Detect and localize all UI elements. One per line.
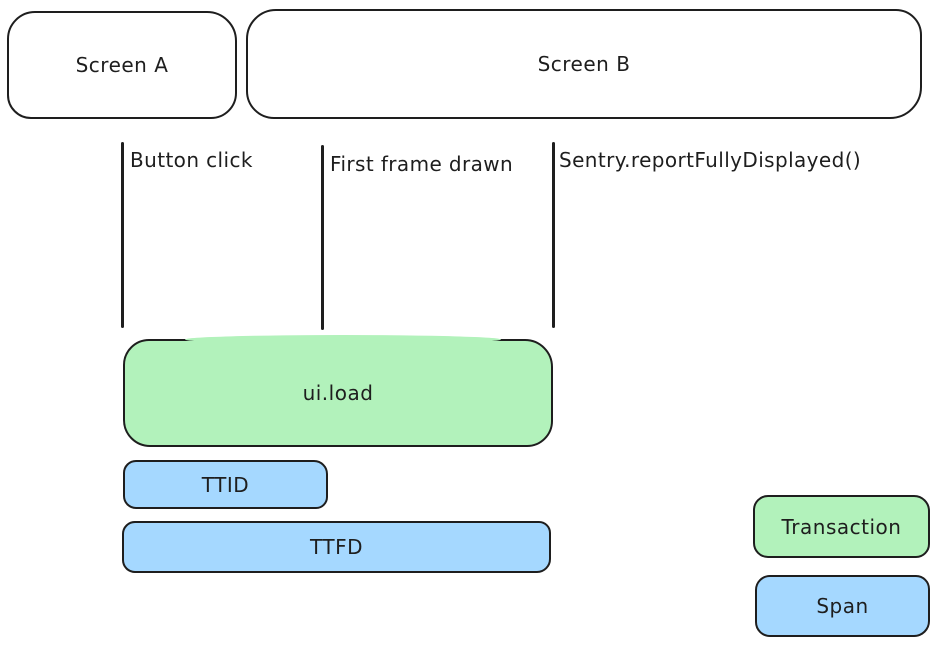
first-frame-drawn-marker-line <box>321 145 324 330</box>
ttid-label: TTID <box>201 472 250 497</box>
ui-load-label: ui.load <box>302 381 374 405</box>
ttfd-label: TTFD <box>310 535 363 559</box>
screen-b-label: Screen B <box>537 52 631 76</box>
screen-a-label: Screen A <box>75 53 169 77</box>
report-fully-displayed-marker-line <box>552 142 555 328</box>
screen-b-box: Screen B <box>246 9 922 119</box>
button-click-marker-line <box>121 142 124 328</box>
ttid-span-bar: TTID <box>123 460 328 509</box>
ui-load-transaction-bar: ui.load <box>123 335 553 447</box>
legend-span-label: Span <box>816 594 869 618</box>
legend-span-swatch: Span <box>755 575 930 637</box>
ttfd-span-bar: TTFD <box>122 521 551 573</box>
button-click-label: Button click <box>130 148 253 172</box>
screen-a-box: Screen A <box>7 11 237 119</box>
legend-transaction-swatch: Transaction <box>753 495 930 558</box>
report-fully-displayed-label: Sentry.reportFullyDisplayed() <box>559 148 862 172</box>
legend-transaction-label: Transaction <box>781 514 902 539</box>
first-frame-drawn-label: First frame drawn <box>330 152 514 176</box>
